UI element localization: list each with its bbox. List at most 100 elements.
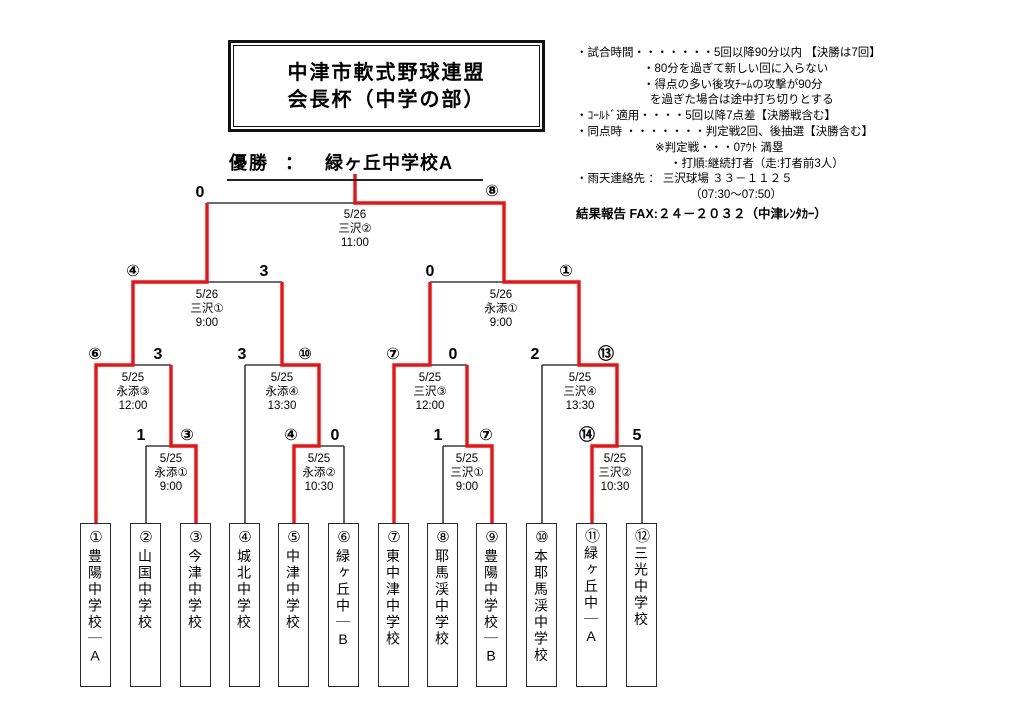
match-date: 5/25 bbox=[121, 372, 145, 384]
rule-line: ※判定戦・・・0ｱｳﾄ 満塁 bbox=[655, 141, 784, 154]
team-seed: ⑥ bbox=[335, 528, 352, 549]
match-venue: 三沢④ bbox=[563, 386, 597, 398]
team-box-1: ①豊陽中学校｜A bbox=[80, 523, 111, 687]
match-time: 12:00 bbox=[118, 400, 148, 412]
rule-line: ・雨天連絡先 ： 三沢球場 ３３－１１２５ bbox=[576, 173, 793, 186]
semifinal-left-score-left: ④ bbox=[126, 263, 140, 280]
match-venue: 永添② bbox=[302, 467, 336, 479]
match-date: 5/25 bbox=[307, 453, 331, 465]
match-time: 13:30 bbox=[565, 400, 595, 412]
team-seed: ⑦ bbox=[385, 528, 402, 549]
match-date: 5/26 bbox=[489, 289, 513, 301]
round1-b-score-left: ④ bbox=[284, 427, 298, 444]
champion-label: 優勝 bbox=[229, 153, 269, 173]
rule-line: を過ぎた場合は途中打ち切りとする bbox=[650, 94, 834, 107]
match-date: 5/26 bbox=[343, 209, 367, 221]
quarterfinal-3-score-right: 0 bbox=[448, 346, 458, 363]
match-time: 10:30 bbox=[304, 481, 334, 493]
final-score-left: 0 bbox=[195, 184, 205, 201]
team-name: 豊陽中学校｜A bbox=[87, 548, 103, 667]
team-seed: ⑩ bbox=[533, 528, 550, 549]
match-time: 11:00 bbox=[341, 237, 369, 249]
winner-path-team7 bbox=[392, 282, 432, 523]
team-box-10: ⑩本耶馬渓中学校 bbox=[526, 523, 557, 687]
quarterfinal-4-label: 5/25 三沢④ 13:30 bbox=[532, 371, 628, 413]
team-box-11: ⑪緑ヶ丘中｜A bbox=[576, 523, 607, 687]
round1-d-label: 5/25 三沢② 10:30 bbox=[567, 452, 663, 494]
team-seed: ④ bbox=[236, 528, 253, 549]
match-time: 12:00 bbox=[415, 400, 445, 412]
quarterfinal-1-label: 5/25 永添③ 12:00 bbox=[85, 371, 181, 413]
match-date: 5/26 bbox=[195, 289, 219, 301]
quarterfinal-3-label: 5/25 三沢③ 12:00 bbox=[382, 371, 478, 413]
team-box-8: ⑧耶馬渓中学校 bbox=[427, 523, 458, 687]
match-venue: 三沢② bbox=[338, 223, 372, 235]
match-date: 5/25 bbox=[159, 453, 183, 465]
team-box-7: ⑦東中津中学校 bbox=[378, 523, 409, 687]
team-name: 山国中学校 bbox=[137, 548, 153, 632]
quarterfinal-1-score-right: 3 bbox=[153, 346, 163, 363]
round1-c-score-right: ⑦ bbox=[479, 427, 493, 444]
team-box-12: ⑫三光中学校 bbox=[626, 523, 657, 687]
match-date: 5/25 bbox=[418, 372, 442, 384]
quarterfinal-2-score-left: 3 bbox=[237, 346, 247, 363]
team-name: 緑ヶ丘中｜A bbox=[583, 545, 599, 647]
team-box-4: ④城北中学校 bbox=[229, 523, 260, 687]
winner-path-team9 bbox=[465, 365, 494, 523]
match-date: 5/25 bbox=[603, 453, 627, 465]
team-box-3: ③今津中学校 bbox=[180, 523, 211, 687]
round1-a-label: 5/25 永添① 9:00 bbox=[123, 452, 219, 494]
semifinal-right-score-right: ① bbox=[559, 263, 573, 280]
rule-line: ・得点の多い後攻ﾁｰﾑの攻撃が90分 bbox=[643, 78, 823, 91]
semifinal-right-label: 5/26 永添① 9:00 bbox=[453, 288, 549, 330]
team-name: 今津中学校 bbox=[187, 548, 203, 632]
match-time: 10:30 bbox=[600, 481, 630, 493]
semifinal-right-score-left: 0 bbox=[425, 263, 435, 280]
round1-c-label: 5/25 三沢① 9:00 bbox=[419, 452, 515, 494]
match-venue: 永添① bbox=[154, 467, 188, 479]
match-venue: 三沢② bbox=[598, 467, 632, 479]
team-name: 豊陽中学校｜B bbox=[483, 548, 499, 667]
round1-d-score-left: ⑭ bbox=[578, 427, 596, 444]
quarterfinal-1-score-left: ⑥ bbox=[88, 346, 102, 363]
team-box-5: ⑤中津中学校 bbox=[278, 523, 309, 687]
tournament-title-line1: 中津市軟式野球連盟 bbox=[287, 61, 486, 84]
rule-line-result-fax: 結果報告 FAX:２４－２０３２（中津ﾚﾝﾀｶｰ） bbox=[576, 206, 827, 221]
team-name: 城北中学校 bbox=[236, 548, 252, 632]
champion-name: 緑ヶ丘中学校A bbox=[325, 153, 453, 173]
round1-b-label: 5/25 永添② 10:30 bbox=[271, 452, 367, 494]
match-time: 9:00 bbox=[489, 317, 513, 329]
tournament-title-line2: 会長杯（中学の部） bbox=[287, 88, 486, 111]
rule-line: ・ｺｰﾙﾄﾞ適用・・・・5回以降7点差【決勝戦含む】 bbox=[576, 110, 837, 123]
match-date: 5/25 bbox=[568, 372, 592, 384]
round1-a-score-left: 1 bbox=[136, 427, 146, 444]
quarterfinal-4-score-right: ⑬ bbox=[597, 346, 615, 363]
team-seed: ⑧ bbox=[434, 528, 451, 549]
round1-c-score-left: 1 bbox=[433, 427, 443, 444]
champion-line: 優勝：緑ヶ丘中学校A bbox=[227, 149, 483, 181]
team-seed: ③ bbox=[187, 528, 204, 549]
team-box-9: ⑨豊陽中学校｜B bbox=[476, 523, 507, 687]
semifinal-left-label: 5/26 三沢① 9:00 bbox=[159, 288, 255, 330]
rules-block: ・試合時間・・・・・・・5回以降90分以内 【決勝は7回】 ・80分を過ぎて新し… bbox=[576, 46, 1016, 223]
team-name: 東中津中学校 bbox=[385, 548, 401, 648]
team-seed: ① bbox=[87, 528, 104, 549]
round1-b-score-right: 0 bbox=[330, 427, 340, 444]
team-seed: ② bbox=[137, 528, 154, 549]
round1-d-score-right: 5 bbox=[632, 427, 642, 444]
quarterfinal-4-score-left: 2 bbox=[530, 346, 540, 363]
quarterfinal-2-label: 5/25 永添④ 13:30 bbox=[234, 371, 330, 413]
rule-line: ・試合時間・・・・・・・5回以降90分以内 【決勝は7回】 bbox=[576, 47, 881, 59]
tournament-title-box: 中津市軟式野球連盟 会長杯（中学の部） bbox=[228, 40, 545, 132]
match-venue: 三沢① bbox=[450, 467, 484, 479]
match-venue: 永添④ bbox=[265, 386, 299, 398]
rule-line: ・80分を過ぎて新しい回に入らない bbox=[643, 62, 829, 75]
winner-path-team1 bbox=[94, 203, 209, 523]
team-name: 耶馬渓中学校 bbox=[434, 548, 450, 648]
match-time: 9:00 bbox=[455, 481, 479, 493]
match-venue: 永添③ bbox=[116, 386, 150, 398]
match-venue: 三沢① bbox=[190, 303, 224, 315]
winner-path-champion bbox=[353, 174, 619, 523]
quarterfinal-2-score-right: ⑩ bbox=[298, 346, 312, 363]
